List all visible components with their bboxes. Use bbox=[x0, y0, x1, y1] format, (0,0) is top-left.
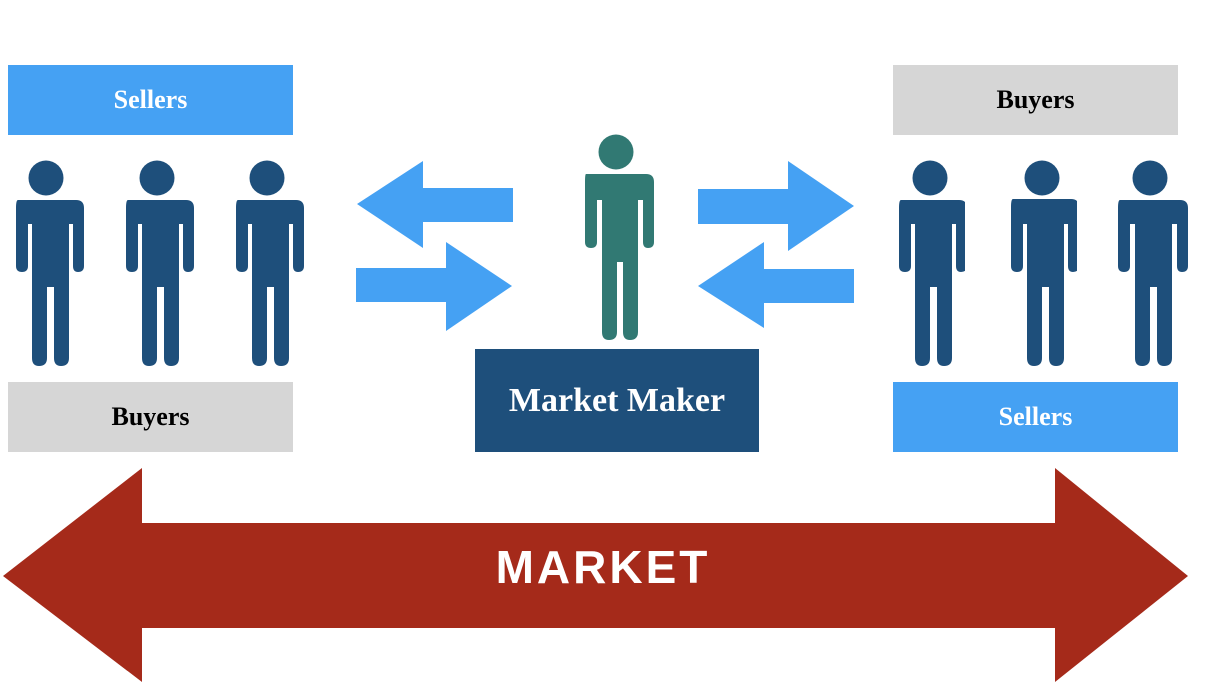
right-sellers-text: Sellers bbox=[998, 402, 1073, 431]
person-icon bbox=[1011, 160, 1077, 366]
market-maker-label: Market Maker bbox=[475, 349, 759, 452]
right-sellers-label: Sellers bbox=[893, 382, 1178, 452]
person-icon bbox=[1118, 160, 1188, 366]
right-buyers-text: Buyers bbox=[996, 85, 1075, 114]
right-buyers-label: Buyers bbox=[893, 65, 1178, 135]
person-icon bbox=[899, 160, 965, 366]
left-buyers-label: Buyers bbox=[8, 382, 293, 452]
left-buyers-text: Buyers bbox=[111, 402, 190, 431]
market-label: MARKET bbox=[495, 541, 711, 593]
person-icon bbox=[16, 160, 84, 366]
left-sellers-text: Sellers bbox=[113, 85, 188, 114]
market-double-arrow-icon bbox=[3, 468, 1188, 682]
arrow-left-icon bbox=[357, 161, 513, 248]
market-maker-person-icon bbox=[585, 134, 654, 340]
market-maker-text: Market Maker bbox=[508, 381, 726, 419]
person-icon bbox=[236, 160, 304, 366]
arrow-right-icon bbox=[356, 242, 512, 331]
arrow-right-icon bbox=[698, 161, 854, 251]
person-icon bbox=[126, 160, 194, 366]
left-sellers-label: Sellers bbox=[8, 65, 293, 135]
arrow-left-icon bbox=[698, 242, 854, 328]
